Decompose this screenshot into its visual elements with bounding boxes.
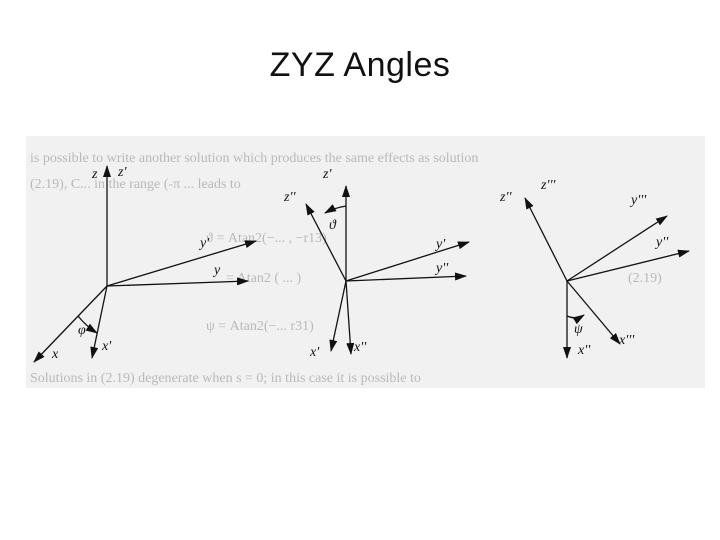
label-x: x (51, 347, 59, 362)
zyz-rotation-diagram: is possible to write another solution wh… (26, 136, 705, 388)
label-x-double: x'' (577, 343, 591, 358)
frame-3 (524, 197, 690, 359)
y-double-axis (566, 249, 690, 282)
label-y-double: y'' (654, 235, 669, 250)
x-axis (33, 285, 108, 363)
label-z-double: z'' (499, 190, 512, 205)
x-prime-axis (329, 280, 347, 352)
y-prime-axis (106, 240, 257, 287)
label-z-double: z'' (283, 190, 296, 205)
zyz-rotation-figure: is possible to write another solution wh… (26, 136, 705, 388)
label-x-prime: x' (309, 345, 320, 360)
label-phi: φ (78, 323, 86, 338)
z-double-axis (524, 197, 568, 282)
label-y: y (212, 263, 221, 278)
label-z-prime: z' (117, 165, 127, 180)
label-y-prime: y' (434, 237, 446, 252)
figure-background (26, 136, 705, 388)
background-text-line: Solutions in (2.19) degenerate when s = … (30, 371, 421, 386)
background-text-line: is possible to write another solution wh… (30, 151, 478, 166)
label-y-double: y'' (434, 261, 449, 276)
label-x-double: x'' (353, 340, 367, 355)
frame-1 (33, 165, 257, 363)
theta-arc (324, 204, 347, 214)
label-y-prime: y' (198, 236, 210, 251)
y-triple-axis (566, 215, 668, 282)
label-x-triple: x''' (618, 333, 635, 348)
frame-2 (305, 185, 470, 355)
label-psi: ψ (574, 322, 583, 337)
label-z-prime: z' (322, 167, 332, 182)
psi-arc (566, 314, 585, 325)
background-text-line: ψ = Atan2(−... r31) (206, 319, 314, 334)
z-double-axis (305, 203, 347, 282)
background-text-line: (2.19), C... in the range (-π ... leads … (30, 177, 241, 192)
y-prime-axis (345, 241, 470, 282)
label-y-triple: y''' (629, 193, 647, 208)
x-triple-axis (566, 280, 621, 345)
y-axis (106, 277, 249, 287)
x-double-axis (345, 280, 355, 355)
label-x-prime: x' (101, 339, 112, 354)
label-z-triple: z''' (540, 178, 556, 193)
label-z: z (91, 167, 98, 182)
x-prime-axis (90, 285, 108, 359)
background-text-line: = Atan2 ( ... ) (226, 271, 301, 286)
slide-title: ZYZ Angles (269, 46, 451, 84)
background-text-line: (2.19) (628, 271, 662, 286)
label-theta: ϑ (329, 218, 337, 233)
y-double-axis (345, 272, 467, 282)
phi-arc (77, 315, 98, 334)
background-text-line: ϑ = Atan2(−... , −r13) (206, 231, 327, 246)
